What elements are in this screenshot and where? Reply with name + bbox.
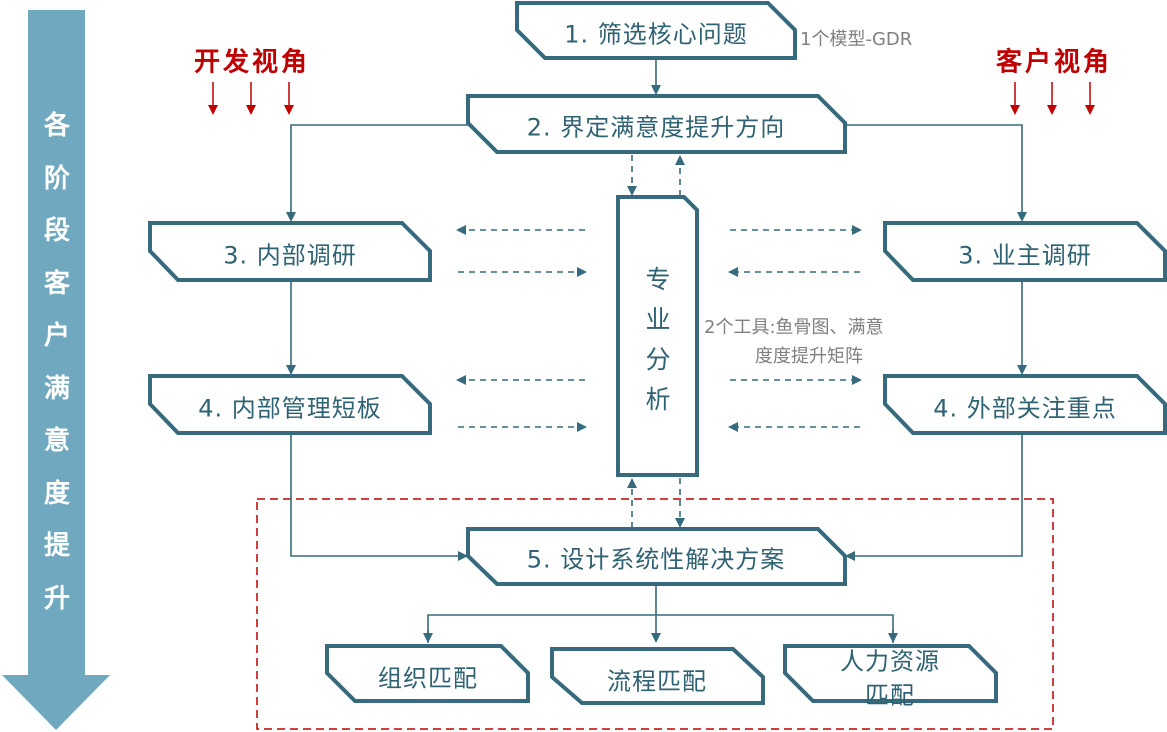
- stage-arrow-label: 各阶段客户满意度提升: [43, 111, 70, 614]
- process-match-label: 流程匹配: [607, 667, 707, 696]
- dashed-connectors: [456, 155, 862, 528]
- customer-perspective-label: 客户视角: [995, 47, 1113, 78]
- stage-arrow: [2, 10, 110, 730]
- tools-note-line2: 度度提升矩阵: [755, 346, 863, 367]
- org-match-box: [325, 644, 530, 703]
- step4-internal-box: [148, 374, 432, 435]
- tools-note-line1: 2个工具:鱼骨图、满意: [704, 317, 884, 338]
- hr-match-label-line2: 匹配: [865, 681, 915, 710]
- process-match-box: [550, 647, 765, 705]
- step2-label: 2. 界定满意度提升方向: [526, 113, 786, 142]
- step4-external-box: [883, 374, 1167, 435]
- connectors: [286, 60, 1027, 643]
- solution-region: [256, 498, 1054, 730]
- step5-box: [466, 527, 847, 586]
- hr-match-label-line1: 人力资源: [840, 647, 940, 676]
- hr-match-box: [783, 644, 998, 703]
- step1-box: [515, 1, 797, 60]
- org-match-label: 组织匹配: [378, 664, 478, 693]
- step4-external-label: 4. 外部关注重点: [933, 394, 1117, 423]
- step1-label: 1. 筛选核心问题: [564, 20, 748, 49]
- developer-perspective-label: 开发视角: [193, 47, 311, 78]
- center-analysis-box: [616, 195, 699, 477]
- developer-arrows: [208, 82, 294, 115]
- step2-box: [466, 94, 847, 154]
- step5-label: 5. 设计系统性解决方案: [526, 545, 786, 574]
- step3-owner-label: 3. 业主调研: [958, 241, 1092, 270]
- step3-internal-box: [148, 221, 432, 282]
- step3-internal-label: 3. 内部调研: [223, 241, 357, 270]
- step4-internal-label: 4. 内部管理短板: [198, 394, 382, 423]
- model-note: 1个模型-GDR: [800, 29, 913, 50]
- customer-arrows: [1010, 82, 1095, 115]
- center-analysis-label: 专业分析: [645, 265, 671, 414]
- step3-owner-box: [883, 221, 1167, 282]
